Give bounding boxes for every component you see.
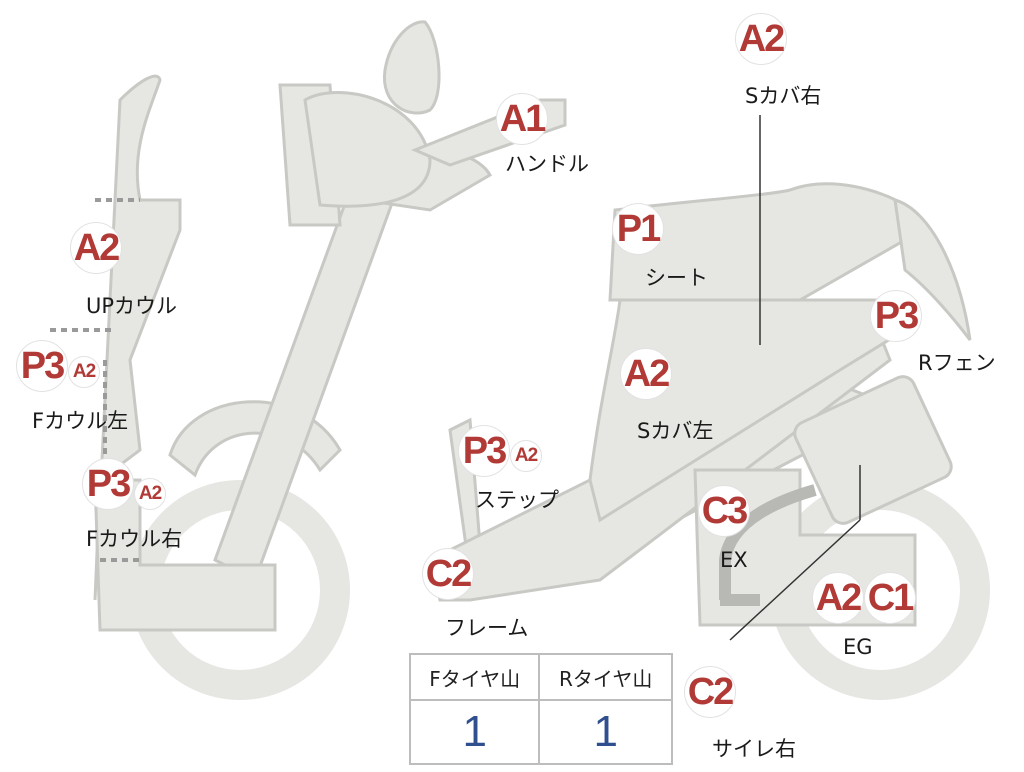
step-sub-badge: A2 bbox=[510, 440, 542, 472]
rear-tire-value: 1 bbox=[538, 699, 673, 765]
f-cowl-left-label: Fカウル左 bbox=[32, 409, 129, 433]
up-cowl-label: UPカウル bbox=[86, 294, 178, 318]
seat-code-badge: P1 bbox=[612, 203, 664, 255]
f-cowl-left-sub-badge: A2 bbox=[68, 356, 100, 388]
side-cover bbox=[588, 298, 907, 523]
table-header-row: Fタイヤ山 Rタイヤ山 bbox=[408, 653, 673, 701]
f-cowl-right-code-badge: P3 bbox=[82, 458, 134, 510]
s-cover-left-code-badge: A2 bbox=[620, 348, 672, 400]
frame-code-badge: C2 bbox=[422, 548, 474, 600]
engine-code2-badge: C1 bbox=[864, 572, 916, 624]
r-fender-code-badge: P3 bbox=[870, 290, 922, 342]
r-fender-label: Rフェン bbox=[918, 351, 996, 375]
engine-code-badge: A2 bbox=[812, 572, 864, 624]
f-cowl-right-label: Fカウル右 bbox=[86, 527, 183, 551]
step-label: ステップ bbox=[475, 488, 559, 512]
s-cover-left-label: Sカバ左 bbox=[637, 419, 714, 443]
f-cowl-right-sub-badge: A2 bbox=[134, 478, 166, 510]
leader-silencer bbox=[729, 519, 861, 641]
front-cowl-shape bbox=[93, 74, 182, 601]
mirror bbox=[383, 20, 441, 115]
air-box bbox=[793, 375, 953, 525]
seat-label: シート bbox=[645, 266, 708, 290]
table-row: 1 1 bbox=[408, 699, 673, 765]
silencer-right-label: サイレ右 bbox=[712, 737, 796, 761]
handle-label: ハンドル bbox=[505, 152, 589, 176]
front-tire-header: Fタイヤ山 bbox=[408, 653, 541, 701]
handle-code-badge: A1 bbox=[496, 93, 548, 145]
head-cowl bbox=[303, 91, 432, 208]
s-cover-right-label: Sカバ右 bbox=[745, 84, 822, 108]
rear-fender bbox=[893, 197, 972, 341]
front-tire-value: 1 bbox=[408, 699, 541, 765]
engine-label: EG bbox=[843, 635, 873, 659]
step-code-badge: P3 bbox=[458, 425, 510, 477]
silencer-right-code-badge: C2 bbox=[684, 666, 736, 718]
f-cowl-left-code-badge: P3 bbox=[16, 340, 68, 392]
frame-label: フレーム bbox=[445, 616, 529, 640]
exhaust-label: EX bbox=[720, 548, 748, 572]
s-cover-right-code-badge: A2 bbox=[735, 13, 787, 65]
tire-tread-table: Fタイヤ山 Rタイヤ山 1 1 bbox=[408, 653, 673, 765]
exhaust-code-badge: C3 bbox=[698, 485, 750, 537]
up-cowl-code-badge: A2 bbox=[70, 222, 122, 274]
rear-tire-header: Rタイヤ山 bbox=[538, 653, 673, 701]
